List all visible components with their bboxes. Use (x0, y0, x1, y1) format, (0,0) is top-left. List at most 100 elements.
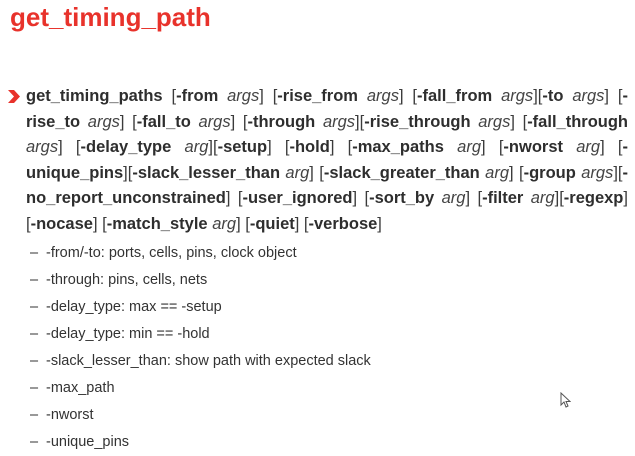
syntax-option: -filter (482, 189, 524, 207)
syntax-option: -to (542, 87, 564, 105)
syntax-bracket: [ (162, 87, 177, 105)
syntax-bracket: ] [ (329, 138, 353, 156)
command-syntax-bullet: get_timing_paths [-from args] [-rise_fro… (8, 84, 628, 237)
syntax-argument: arg (576, 138, 601, 156)
syntax-option: -fall_to (136, 112, 191, 131)
dash-bullet: – (30, 353, 39, 369)
syntax-argument: arg (457, 138, 482, 156)
syntax-option: -slack_greater_than (323, 163, 480, 182)
syntax-option: -slack_lesser_than (132, 163, 281, 182)
syntax-bracket (315, 113, 323, 131)
syntax-argument: args (501, 87, 534, 105)
dash-bullet: – (30, 326, 39, 342)
syntax-bracket: ] [ (481, 138, 504, 156)
syntax-bracket: ] [ (58, 138, 81, 156)
syntax-option: -max_paths (352, 138, 444, 156)
option-list-item: –-delay_type: max == -setup (30, 294, 371, 321)
syntax-bracket (444, 138, 457, 156)
syntax-argument: args (26, 138, 59, 156)
syntax-option: -delay_type (80, 138, 172, 156)
syntax-bracket: ] [ (294, 214, 309, 233)
syntax-bracket: ][ (554, 189, 564, 207)
dash-bullet: – (30, 407, 39, 423)
dash-bullet: – (30, 245, 39, 261)
syntax-option: -match_style (106, 214, 208, 233)
syntax-option: -quiet (249, 214, 295, 233)
syntax-argument: args (227, 87, 260, 105)
syntax-argument: arg (184, 138, 209, 156)
syntax-option: -group (523, 163, 576, 182)
syntax-argument: args (478, 112, 511, 131)
syntax-bracket: ][ (208, 138, 218, 156)
syntax-bracket: ][ (355, 112, 365, 131)
syntax-bracket: ] [ (309, 163, 324, 182)
option-description: -slack_lesser_than: show path with expec… (46, 353, 371, 369)
syntax-bracket (358, 87, 367, 105)
syntax-argument: args (366, 87, 399, 105)
syntax-option: -rise_to (26, 87, 628, 131)
arrow-bullet-icon (8, 90, 24, 108)
dash-bullet: – (30, 434, 39, 450)
slide-title: get_timing_path (10, 2, 211, 32)
syntax-argument: args (572, 87, 605, 105)
option-list-item: –-delay_type: min == -hold (30, 321, 371, 348)
syntax-bracket (218, 87, 227, 105)
syntax-option: -regexp (563, 189, 624, 207)
syntax-bracket: ][ (123, 163, 133, 182)
syntax-option: get_timing_paths (26, 87, 163, 105)
option-list-item: –-through: pins, cells, nets (30, 267, 371, 294)
syntax-bracket (80, 113, 88, 131)
syntax-bracket (171, 138, 184, 156)
syntax-bracket: ][ (613, 163, 623, 182)
syntax-bracket (563, 87, 572, 105)
syntax-bracket: ] [ (26, 189, 628, 233)
syntax-bracket: ] [ (92, 214, 107, 233)
syntax-argument: args (581, 163, 614, 182)
syntax-bracket: ] [ (230, 112, 248, 131)
syntax-bracket: ] [ (119, 112, 137, 131)
syntax-bracket (523, 189, 530, 207)
syntax-bracket: ] [ (465, 189, 483, 207)
syntax-argument: args (87, 112, 120, 131)
syntax-argument: arg (530, 189, 555, 207)
syntax-bracket: ] [ (600, 138, 623, 156)
syntax-argument: arg (485, 163, 510, 182)
option-description: -through: pins, cells, nets (46, 272, 208, 288)
syntax-option: -no_report_unconstrained (26, 163, 628, 208)
syntax-option: -nworst (503, 138, 564, 156)
syntax-bracket: ] [ (510, 112, 528, 131)
syntax-option: -user_ignored (242, 189, 353, 207)
option-description: -max_path (46, 380, 115, 396)
dash-bullet: – (30, 380, 39, 396)
syntax-bracket: ] [ (352, 189, 370, 207)
syntax-option: -through (247, 112, 316, 131)
option-description: -from/-to: ports, cells, pins, clock obj… (46, 245, 297, 261)
syntax-option: -nocase (30, 214, 93, 233)
command-syntax-text: get_timing_paths [-from args] [-rise_fro… (26, 84, 628, 237)
option-list-item: –-max_path (30, 375, 371, 402)
syntax-bracket: ] (377, 214, 382, 233)
syntax-option: -unique_pins (26, 138, 629, 182)
syntax-bracket: ] [ (259, 87, 278, 105)
syntax-bracket: ][ (533, 87, 543, 105)
syntax-bracket: ] [ (509, 163, 524, 182)
syntax-argument: arg (212, 214, 237, 233)
syntax-option: -setup (217, 138, 268, 156)
syntax-option: -hold (289, 138, 330, 156)
option-description: -delay_type: min == -hold (46, 326, 210, 342)
dash-bullet: – (30, 299, 39, 315)
syntax-bracket: ] [ (225, 189, 243, 207)
syntax-bracket (191, 113, 199, 131)
syntax-bracket: ] [ (267, 138, 290, 156)
syntax-option: -fall_from (417, 87, 493, 105)
syntax-argument: arg (285, 163, 310, 182)
syntax-bracket (492, 87, 501, 105)
syntax-option: -sort_by (369, 189, 435, 207)
option-list-item: –-nworst (30, 402, 371, 429)
syntax-argument: arg (441, 189, 466, 207)
option-description: -unique_pins (46, 434, 130, 450)
dash-bullet: – (30, 272, 39, 288)
syntax-bracket: ] [ (236, 214, 250, 233)
mouse-pointer-icon (560, 392, 571, 408)
syntax-bracket (434, 189, 441, 207)
